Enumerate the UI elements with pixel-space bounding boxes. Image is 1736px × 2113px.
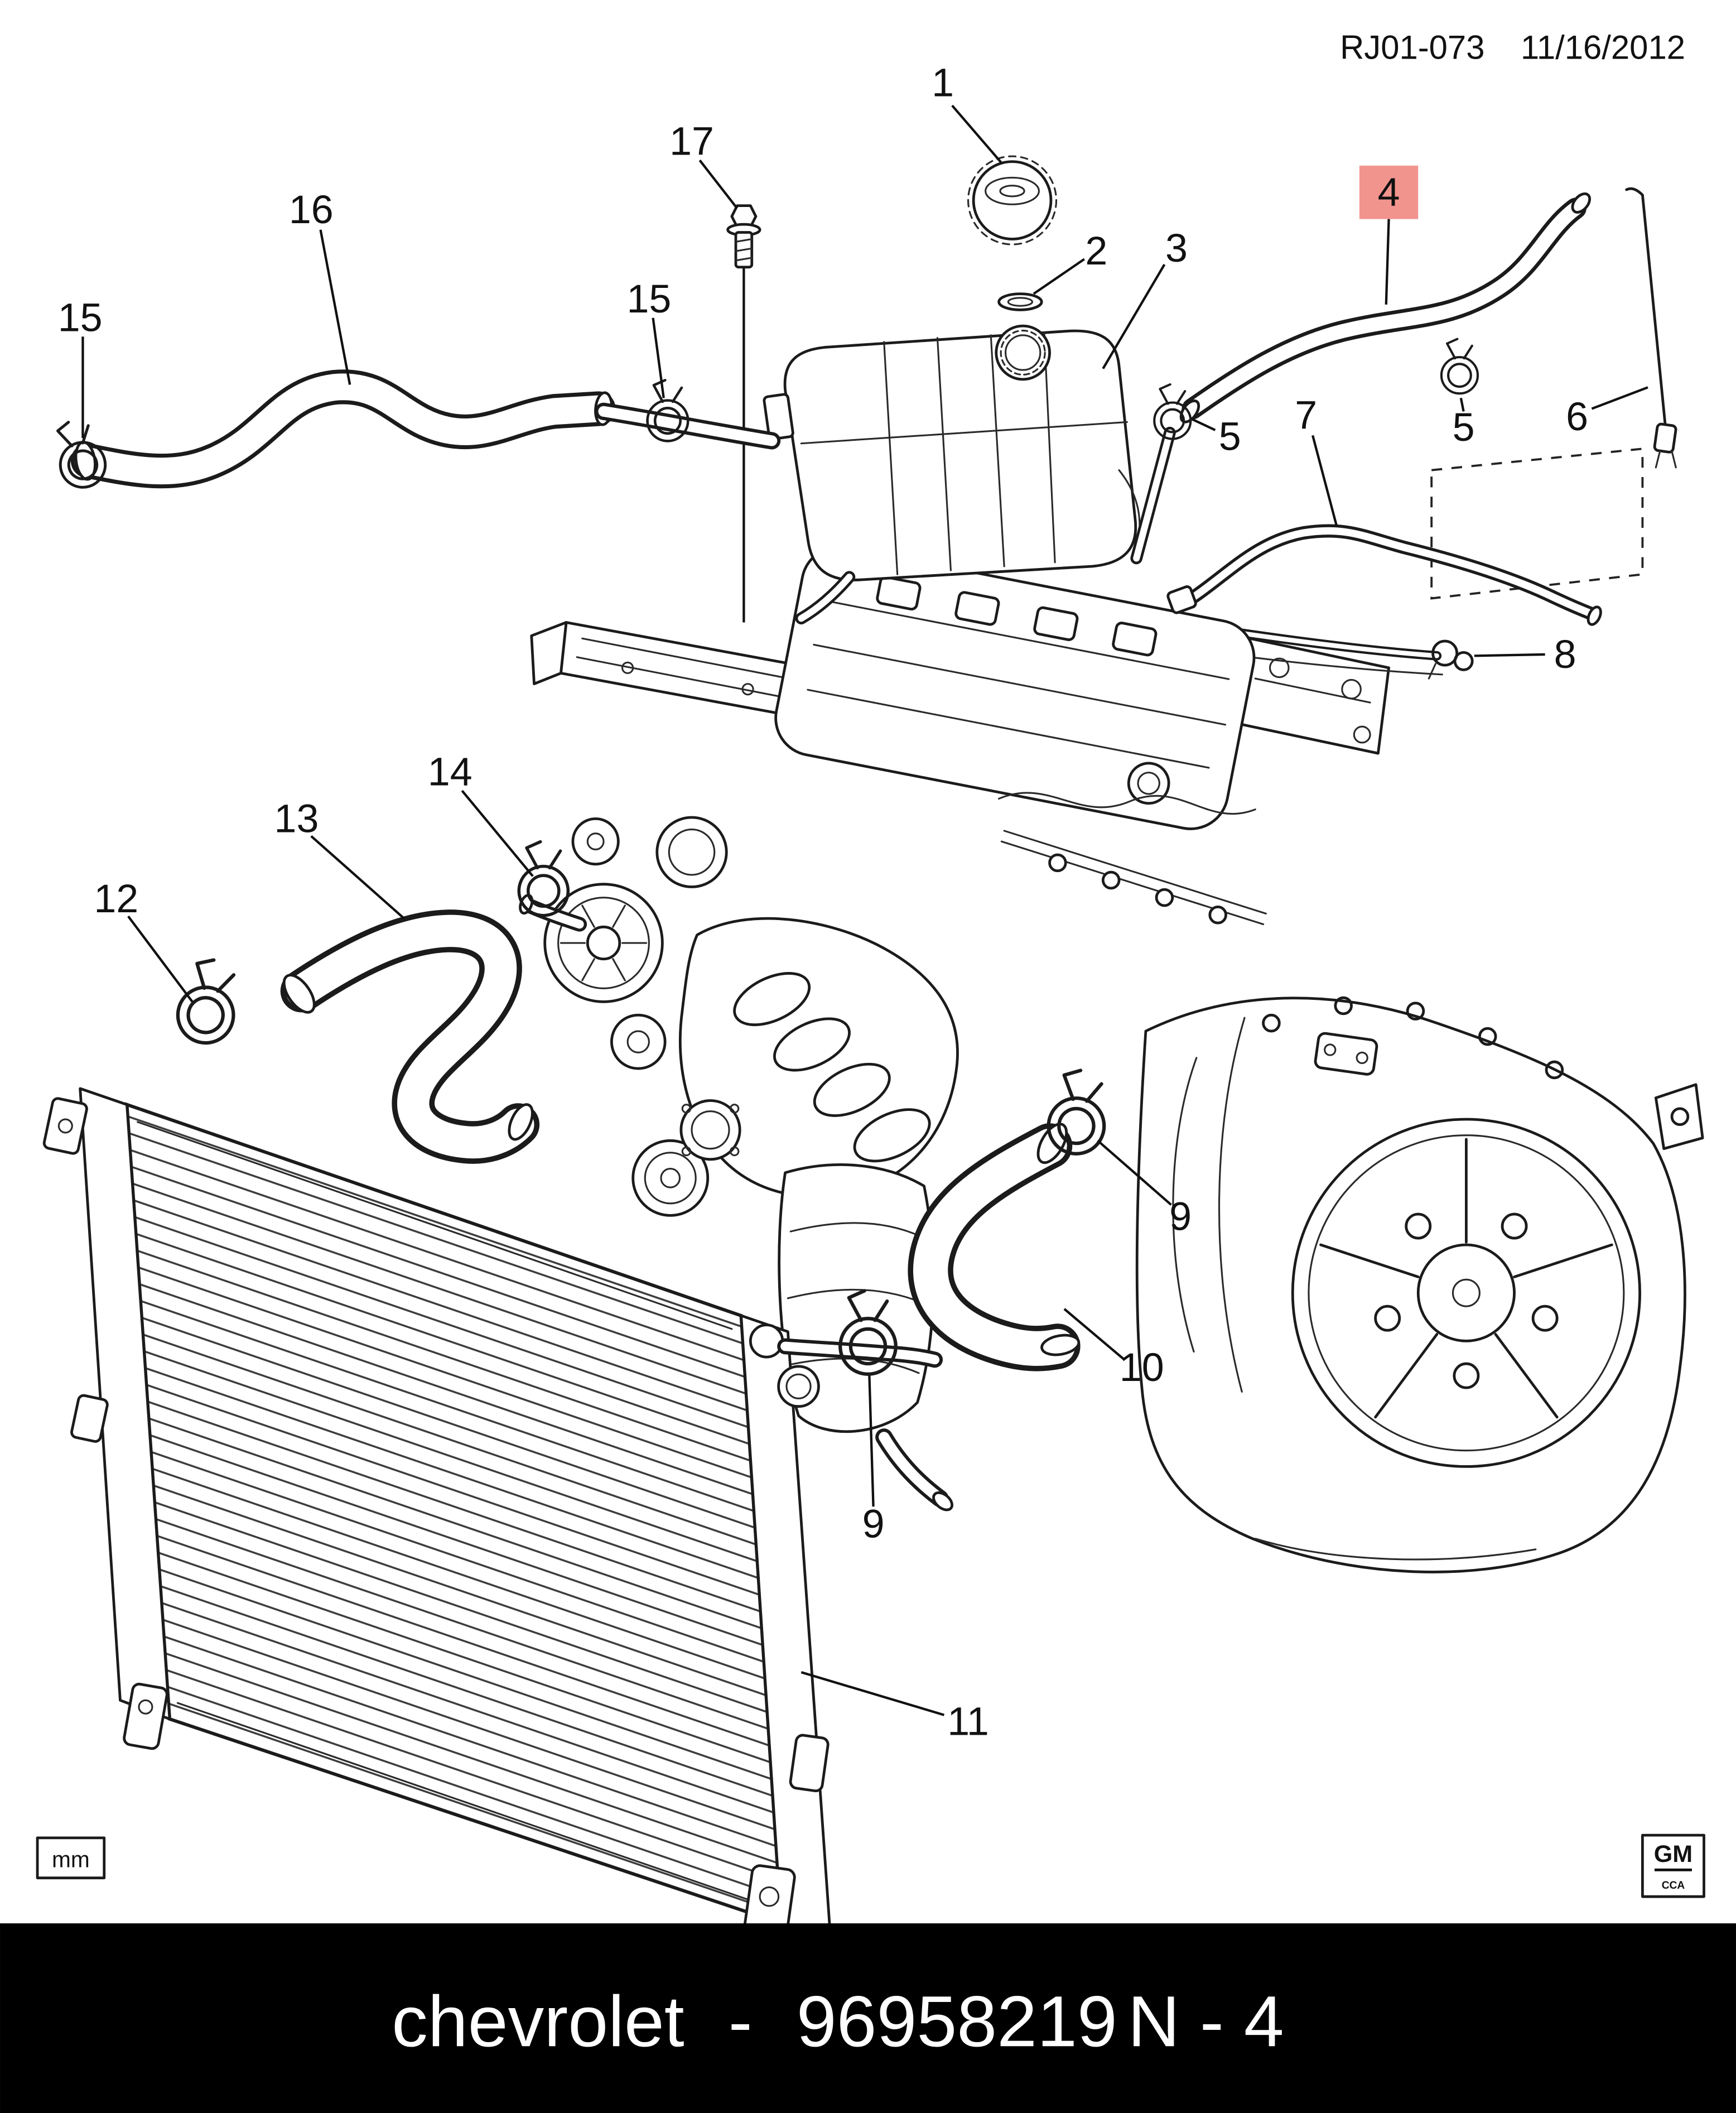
svg-text:8: 8 xyxy=(1554,632,1576,677)
callouts: 1 2 3 4 5 5 6 7 8 9 9 xyxy=(58,60,1588,1744)
hose-clamp-12 xyxy=(173,955,244,1048)
callout-11[interactable]: 11 xyxy=(947,1700,989,1744)
svg-text:9: 9 xyxy=(1169,1195,1192,1239)
callout-9a[interactable]: 9 xyxy=(1169,1195,1192,1239)
callout-13[interactable]: 13 xyxy=(274,796,319,841)
footer-brand: chevrolet xyxy=(392,1981,684,2062)
upper-radiator-hose xyxy=(70,369,781,489)
callout-1[interactable]: 1 xyxy=(932,60,954,105)
callout-7[interactable]: 7 xyxy=(1295,393,1317,437)
svg-text:3: 3 xyxy=(1165,226,1188,271)
detail-boundary xyxy=(1430,447,1644,600)
vent-hose xyxy=(1130,192,1592,565)
radiator-illustration xyxy=(42,1087,832,1967)
callout-5b[interactable]: 5 xyxy=(1453,405,1475,450)
footer-bar xyxy=(0,1923,1736,2113)
svg-text:2: 2 xyxy=(1085,229,1107,273)
drawing-number: RJ01-073 xyxy=(1340,28,1484,66)
callout-4-highlight xyxy=(1359,165,1419,219)
svg-text:13: 13 xyxy=(274,796,319,841)
cap-seal xyxy=(997,292,1043,311)
svg-text:11: 11 xyxy=(947,1700,989,1744)
callout-8[interactable]: 8 xyxy=(1554,632,1576,677)
mounting-screw xyxy=(726,204,761,269)
transmission-illustration xyxy=(1135,996,1704,1573)
callout-3[interactable]: 3 xyxy=(1165,226,1188,271)
svg-text:15: 15 xyxy=(58,296,103,340)
svg-text:1: 1 xyxy=(932,60,954,105)
outlet-pipe xyxy=(1166,524,1602,626)
callout-17[interactable]: 17 xyxy=(669,119,714,164)
callout-15a[interactable]: 15 xyxy=(58,296,103,340)
svg-text:14: 14 xyxy=(428,750,472,795)
callout-2[interactable]: 2 xyxy=(1085,229,1107,273)
footer-separator: - xyxy=(729,1981,753,2062)
callout-14[interactable]: 14 xyxy=(428,750,472,795)
gm-logo-subtext: CCA xyxy=(1662,1880,1685,1891)
retaining-clip xyxy=(1428,639,1474,680)
svg-text:10: 10 xyxy=(1120,1345,1164,1390)
water-pump-inlet xyxy=(519,894,587,932)
callout-15b[interactable]: 15 xyxy=(626,277,671,321)
svg-text:5: 5 xyxy=(1453,405,1475,450)
svg-text:4: 4 xyxy=(1378,170,1400,215)
callout-16[interactable]: 16 xyxy=(289,187,334,232)
drawing-reference: RJ01-073 11/16/2012 xyxy=(1340,28,1685,66)
svg-text:9: 9 xyxy=(862,1501,885,1546)
footer-part-number: 96958219 xyxy=(797,1981,1117,2062)
svg-text:15: 15 xyxy=(626,277,671,321)
callout-5a[interactable]: 5 xyxy=(1219,415,1241,459)
units-box: mm xyxy=(36,1836,106,1880)
coolant-reservoir xyxy=(763,324,1141,625)
fuel-rail xyxy=(998,792,1267,926)
svg-text:16: 16 xyxy=(289,187,334,232)
engine-mount-bracket xyxy=(1238,637,1390,755)
leader-lines xyxy=(81,104,1648,1716)
callout-10[interactable]: 10 xyxy=(1120,1345,1164,1390)
callout-6[interactable]: 6 xyxy=(1566,394,1588,439)
callout-4[interactable]: 4 xyxy=(1359,165,1419,219)
gm-logo: GM CCA xyxy=(1641,1833,1705,1898)
svg-text:7: 7 xyxy=(1295,393,1317,437)
footer-part-title: chevrolet - 96958219 xyxy=(392,1981,1117,2062)
units-label: mm xyxy=(52,1847,90,1873)
svg-text:12: 12 xyxy=(94,877,138,921)
radiator-hose-13 xyxy=(280,909,540,1164)
lower-hose xyxy=(777,1123,1081,1371)
drawing-date: 11/16/2012 xyxy=(1521,28,1685,66)
hose-rod xyxy=(1625,187,1677,469)
hose-clamp-5b xyxy=(1441,339,1478,394)
svg-text:6: 6 xyxy=(1566,394,1588,439)
callout-9b[interactable]: 9 xyxy=(862,1501,885,1546)
accessory-drive xyxy=(543,816,728,1217)
gm-logo-text: GM xyxy=(1654,1841,1692,1867)
intake-manifold xyxy=(679,917,959,1198)
exhaust-shield xyxy=(778,1163,954,1512)
svg-text:5: 5 xyxy=(1219,415,1241,459)
svg-text:17: 17 xyxy=(669,119,714,164)
valve-cover xyxy=(774,545,1256,830)
footer-page-code: N - 4 xyxy=(1128,1981,1284,2062)
callout-12[interactable]: 12 xyxy=(94,877,138,921)
reservoir-cap xyxy=(967,155,1058,246)
